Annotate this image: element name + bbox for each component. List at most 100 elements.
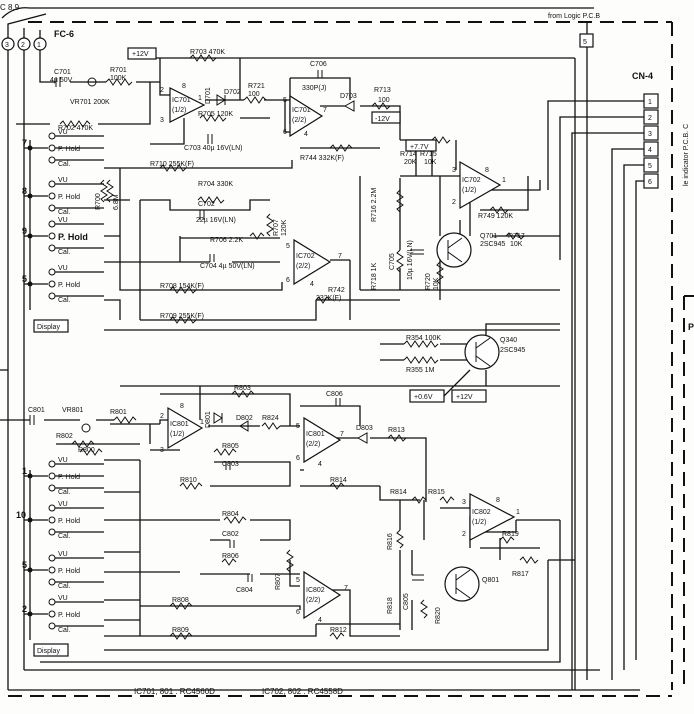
- ic702b-opamp: IC702 (2/2) 5 6 7 4: [286, 238, 342, 288]
- svg-text:VU: VU: [58, 177, 68, 184]
- ic701a-opamp: IC701 (1/2) 2 3 8 1: [160, 83, 206, 124]
- svg-text:(2/2): (2/2): [296, 263, 310, 270]
- svg-text:1: 1: [648, 99, 652, 106]
- svg-text:R806: R806: [222, 553, 239, 560]
- svg-text:2SC945: 2SC945: [500, 347, 525, 354]
- svg-text:R805: R805: [222, 443, 239, 450]
- svg-text:C702: C702: [198, 201, 215, 208]
- svg-text:2: 2: [452, 199, 456, 206]
- svg-text:4: 4: [648, 147, 652, 154]
- svg-text:5: 5: [296, 423, 300, 430]
- logic-pin-num: 5: [583, 39, 587, 46]
- svg-text:P. Hold: P. Hold: [58, 194, 80, 201]
- svg-text:R744 332K(F): R744 332K(F): [300, 155, 344, 162]
- top-bus-left: [1, 7, 594, 19]
- svg-text:VR801: VR801: [62, 407, 84, 414]
- svg-text:R742: R742: [328, 287, 345, 294]
- svg-text:Cal.: Cal.: [58, 161, 71, 168]
- svg-text:P. Hold: P. Hold: [58, 518, 80, 525]
- svg-text:Cal.: Cal.: [58, 583, 71, 590]
- ic802a-opamp: IC802 (1/2) 3 2 8 1: [462, 493, 520, 541]
- svg-text:D803: D803: [356, 425, 373, 432]
- svg-text:Q801: Q801: [482, 577, 499, 584]
- svg-text:10K: 10K: [510, 241, 523, 248]
- svg-text:R354 100K: R354 100K: [406, 335, 441, 342]
- svg-text:C804: C804: [236, 587, 253, 594]
- svg-text:2SC945: 2SC945: [480, 241, 505, 248]
- svg-text:IC702: IC702: [462, 177, 481, 184]
- svg-text:6: 6: [286, 277, 290, 284]
- svg-text:4µ 50V: 4µ 50V: [50, 77, 73, 84]
- svg-text:Cal.: Cal.: [58, 297, 71, 304]
- svg-text:+7.7V: +7.7V: [410, 144, 429, 151]
- svg-text:100K: 100K: [110, 75, 127, 82]
- svg-text:5: 5: [22, 274, 27, 284]
- svg-text:7: 7: [344, 585, 348, 592]
- svg-text:-12V: -12V: [375, 116, 390, 123]
- svg-text:Cal.: Cal.: [58, 489, 71, 496]
- cn4-connector: 1 2 3 4 5 6: [643, 93, 659, 189]
- svg-text:120K: 120K: [281, 219, 288, 236]
- svg-text:7: 7: [340, 431, 344, 438]
- upper-switch-labels: 7 VU P. Hold Cal. 8 VU P. Hold Cal. 9 VU…: [22, 129, 88, 331]
- svg-text:R714: R714: [400, 151, 417, 158]
- svg-text:R815: R815: [428, 489, 445, 496]
- svg-text:R701: R701: [110, 67, 127, 74]
- svg-text:IC801: IC801: [170, 421, 189, 428]
- svg-text:2: 2: [160, 87, 164, 94]
- svg-text:5: 5: [296, 577, 300, 584]
- svg-text:R709 255K(F): R709 255K(F): [160, 313, 204, 320]
- svg-text:R814: R814: [330, 477, 347, 484]
- svg-text:5: 5: [648, 163, 652, 170]
- svg-text:R804: R804: [222, 511, 239, 518]
- svg-text:R700: R700: [95, 193, 102, 210]
- svg-text:3: 3: [160, 117, 164, 124]
- svg-text:R812: R812: [330, 627, 347, 634]
- svg-text:Cal.: Cal.: [58, 249, 71, 256]
- svg-text:R717: R717: [508, 233, 525, 240]
- ic701b-opamp: IC701 (2/2) 5 6 7 4: [283, 94, 327, 138]
- svg-text:R801: R801: [110, 409, 127, 416]
- q340-transistor: [403, 334, 500, 403]
- svg-text:R713: R713: [374, 87, 391, 94]
- svg-text:R809: R809: [172, 627, 189, 634]
- svg-text:(1/2): (1/2): [172, 107, 186, 114]
- ic801a-opamp: IC801 (1/2) 2 3 8 1: [160, 403, 204, 454]
- ic802b-opamp: IC802 (2/2) 5 6 7 4: [296, 570, 348, 624]
- svg-text:P. Hold: P. Hold: [58, 612, 80, 619]
- svg-text:R817: R817: [512, 571, 529, 578]
- svg-text:VU: VU: [58, 501, 68, 508]
- svg-text:1: 1: [200, 419, 204, 426]
- svg-text:VR701 200K: VR701 200K: [70, 99, 110, 106]
- svg-text:R702 470K: R702 470K: [58, 125, 93, 132]
- svg-text:R818: R818: [387, 597, 394, 614]
- svg-text:R803: R803: [234, 385, 251, 392]
- lower-components: [29, 390, 539, 640]
- svg-text:P. Hold: P. Hold: [58, 282, 80, 289]
- lower-switch-bank: [24, 460, 104, 657]
- right-edge-partial: P: [688, 322, 694, 332]
- svg-text:C703 40µ 16V(LN): C703 40µ 16V(LN): [184, 145, 243, 152]
- fc-pin-2-label: 2: [21, 42, 25, 49]
- svg-text:7: 7: [323, 107, 327, 114]
- lower-labels: C801 VR801 R801 R802 R800 R803 D801 D802…: [28, 385, 529, 634]
- svg-text:3: 3: [462, 499, 466, 506]
- svg-text:D801: D801: [205, 411, 212, 428]
- svg-text:D702: D702: [224, 89, 241, 96]
- svg-text:C806: C806: [326, 391, 343, 398]
- svg-text:1: 1: [516, 509, 520, 516]
- svg-text:R703 470K: R703 470K: [190, 49, 225, 56]
- lower-switch-labels: 1 VU P. Hold Cal. 10 VU P. Hold Cal. 5 V…: [16, 457, 80, 655]
- svg-text:7: 7: [338, 253, 342, 260]
- upper-switch-bank: [24, 132, 104, 333]
- from-logic-label: from Logic P.C.B: [548, 13, 600, 20]
- svg-text:R715: R715: [420, 151, 437, 158]
- svg-text:R807: R807: [275, 573, 282, 590]
- svg-text:6: 6: [283, 129, 287, 136]
- svg-text:R800: R800: [78, 447, 95, 454]
- svg-text:8: 8: [485, 167, 489, 174]
- svg-text:Display: Display: [37, 648, 60, 655]
- svg-text:IC702: IC702: [296, 253, 315, 260]
- svg-text:6: 6: [296, 609, 300, 616]
- svg-text:6: 6: [296, 455, 300, 462]
